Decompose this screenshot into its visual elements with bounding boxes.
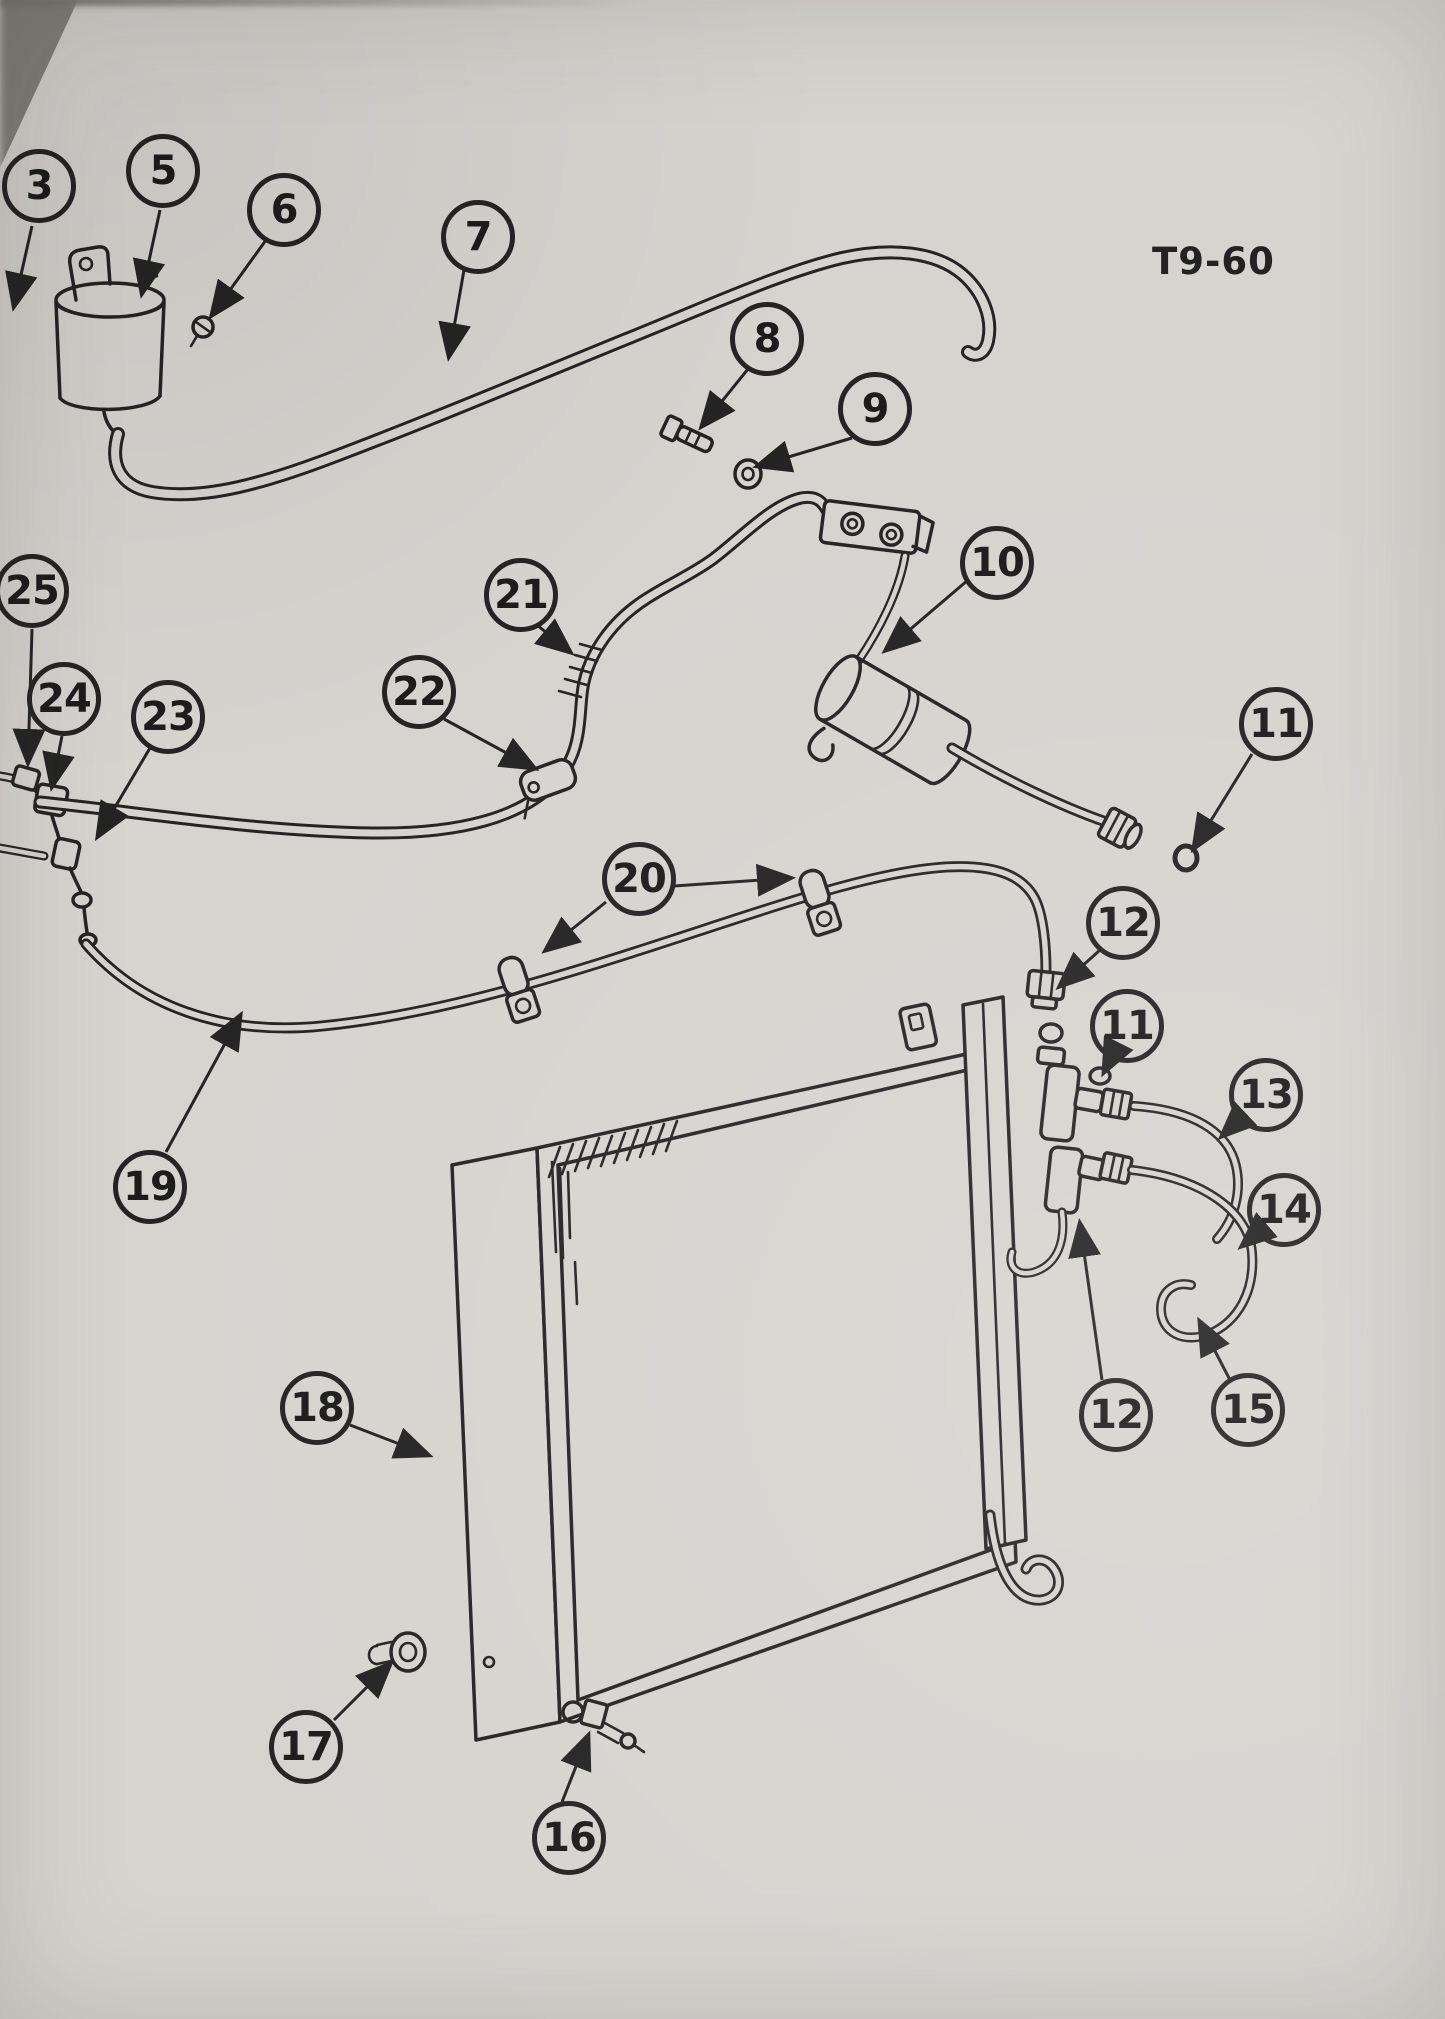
fitting-ring bbox=[71, 891, 93, 909]
o-ring bbox=[1088, 1066, 1112, 1086]
tube-clamp bbox=[798, 868, 843, 937]
callout-18: 18 bbox=[280, 1371, 354, 1445]
suction-hose bbox=[108, 245, 997, 502]
muffler bbox=[807, 654, 1200, 873]
left-fittings bbox=[0, 764, 98, 948]
callout-7: 7 bbox=[441, 200, 515, 274]
discharge-hose bbox=[33, 490, 836, 840]
mounting-screw bbox=[189, 315, 215, 348]
tube-13 bbox=[1129, 1101, 1243, 1244]
tube-clamp bbox=[497, 955, 542, 1024]
tee-fitting bbox=[1006, 1063, 1134, 1278]
receiver-drier bbox=[54, 245, 166, 437]
callout-11-b: 11 bbox=[1090, 989, 1164, 1063]
callout-15: 15 bbox=[1211, 1373, 1285, 1447]
callout-6: 6 bbox=[247, 173, 321, 247]
callout-16: 16 bbox=[532, 1801, 606, 1875]
callout-11-a: 11 bbox=[1239, 687, 1313, 761]
callout-19: 19 bbox=[113, 1150, 187, 1224]
washer-nut bbox=[733, 458, 763, 490]
grommet bbox=[367, 1631, 427, 1673]
callout-8: 8 bbox=[730, 302, 804, 376]
mounting-hole bbox=[482, 1655, 496, 1669]
hatching bbox=[547, 1119, 679, 1306]
figure-code: T9-60 bbox=[1152, 240, 1275, 283]
tube-14 bbox=[1127, 1165, 1258, 1343]
callout-14: 14 bbox=[1247, 1173, 1321, 1247]
condenser bbox=[450, 995, 1064, 1742]
callout-17: 17 bbox=[269, 1710, 343, 1784]
callout-23: 23 bbox=[131, 680, 205, 754]
bolt bbox=[659, 414, 714, 454]
callout-25: 25 bbox=[0, 554, 69, 628]
callout-10: 10 bbox=[960, 526, 1034, 600]
callout-12-b: 12 bbox=[1079, 1378, 1153, 1452]
callout-9: 9 bbox=[838, 372, 912, 446]
tube-fitting-12 bbox=[1025, 968, 1067, 1067]
page-edge-shadow bbox=[0, 0, 640, 6]
junction-block bbox=[818, 499, 935, 665]
callout-13: 13 bbox=[1229, 1058, 1303, 1132]
drain-fitting bbox=[561, 1698, 646, 1754]
callout-21: 21 bbox=[484, 558, 558, 632]
callout-22: 22 bbox=[382, 655, 456, 729]
callout-3: 3 bbox=[2, 149, 76, 223]
callout-20: 20 bbox=[602, 842, 676, 916]
callout-12-a: 12 bbox=[1086, 886, 1160, 960]
spring-guard bbox=[557, 642, 604, 699]
callout-24: 24 bbox=[27, 662, 101, 736]
o-ring bbox=[1038, 1022, 1064, 1044]
callout-5: 5 bbox=[126, 134, 200, 208]
liquid-tube bbox=[80, 861, 1052, 1034]
o-ring bbox=[1172, 843, 1200, 873]
